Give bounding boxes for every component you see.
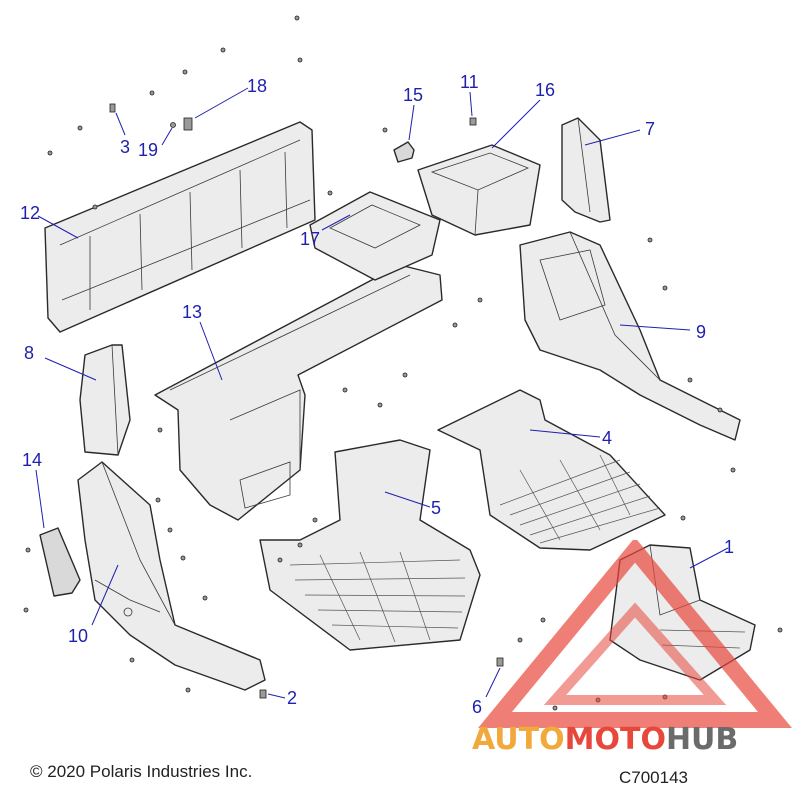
callout-17: 17 xyxy=(300,229,320,249)
part-2-fastener xyxy=(259,689,267,699)
part-4-right-floor xyxy=(437,389,666,551)
callout-18: 18 xyxy=(247,76,267,96)
callout-6: 6 xyxy=(472,697,482,717)
callout-2: 2 xyxy=(287,688,297,708)
callout-leaders xyxy=(35,87,729,699)
watermark-text: AUTOMOTOHUB xyxy=(472,722,738,757)
callout-8: 8 xyxy=(24,343,34,363)
callout-3: 3 xyxy=(120,137,130,157)
part-17-tray xyxy=(309,191,441,281)
callout-10: 10 xyxy=(68,626,88,646)
part-12-rear-panel xyxy=(44,121,316,333)
drawing-number: C700143 xyxy=(619,768,689,787)
copyright-notice: © 2020 Polaris Industries Inc. xyxy=(30,762,253,781)
part-19-fastener xyxy=(170,122,176,128)
part-10-left-side-panel xyxy=(77,461,266,691)
callout-15: 15 xyxy=(403,85,423,105)
callout-13: 13 xyxy=(182,302,202,322)
part-15-bracket xyxy=(393,141,415,163)
part-14-pad xyxy=(39,527,81,597)
callout-14: 14 xyxy=(22,450,42,470)
callout-labels: 1 2 3 4 5 6 7 8 9 10 11 12 13 14 15 16 1… xyxy=(20,72,734,717)
part-3-fastener xyxy=(109,103,116,113)
watermark-auto: AUTO xyxy=(472,722,565,757)
part-7-right-corner-trim xyxy=(561,117,611,223)
part-1-footwell-insert xyxy=(609,544,756,681)
part-6-fastener xyxy=(496,657,504,667)
watermark-hub: HUB xyxy=(665,722,739,757)
callout-4: 4 xyxy=(602,428,612,448)
part-5-center-floor xyxy=(259,439,481,651)
callout-7: 7 xyxy=(645,119,655,139)
part-8-left-corner-trim xyxy=(79,344,131,456)
callout-12: 12 xyxy=(20,203,40,223)
callout-5: 5 xyxy=(431,498,441,518)
watermark-moto: MOTO xyxy=(564,722,666,757)
callout-16: 16 xyxy=(535,80,555,100)
part-16-storage-bin xyxy=(417,144,541,236)
part-9-right-side-panel xyxy=(519,231,741,441)
callout-1: 1 xyxy=(724,537,734,557)
callout-11: 11 xyxy=(460,72,479,92)
callout-9: 9 xyxy=(696,322,706,342)
part-11-fastener xyxy=(469,117,477,126)
part-13-center-tunnel xyxy=(154,264,443,521)
callout-19: 19 xyxy=(138,140,158,160)
part-18-clip xyxy=(183,117,193,131)
